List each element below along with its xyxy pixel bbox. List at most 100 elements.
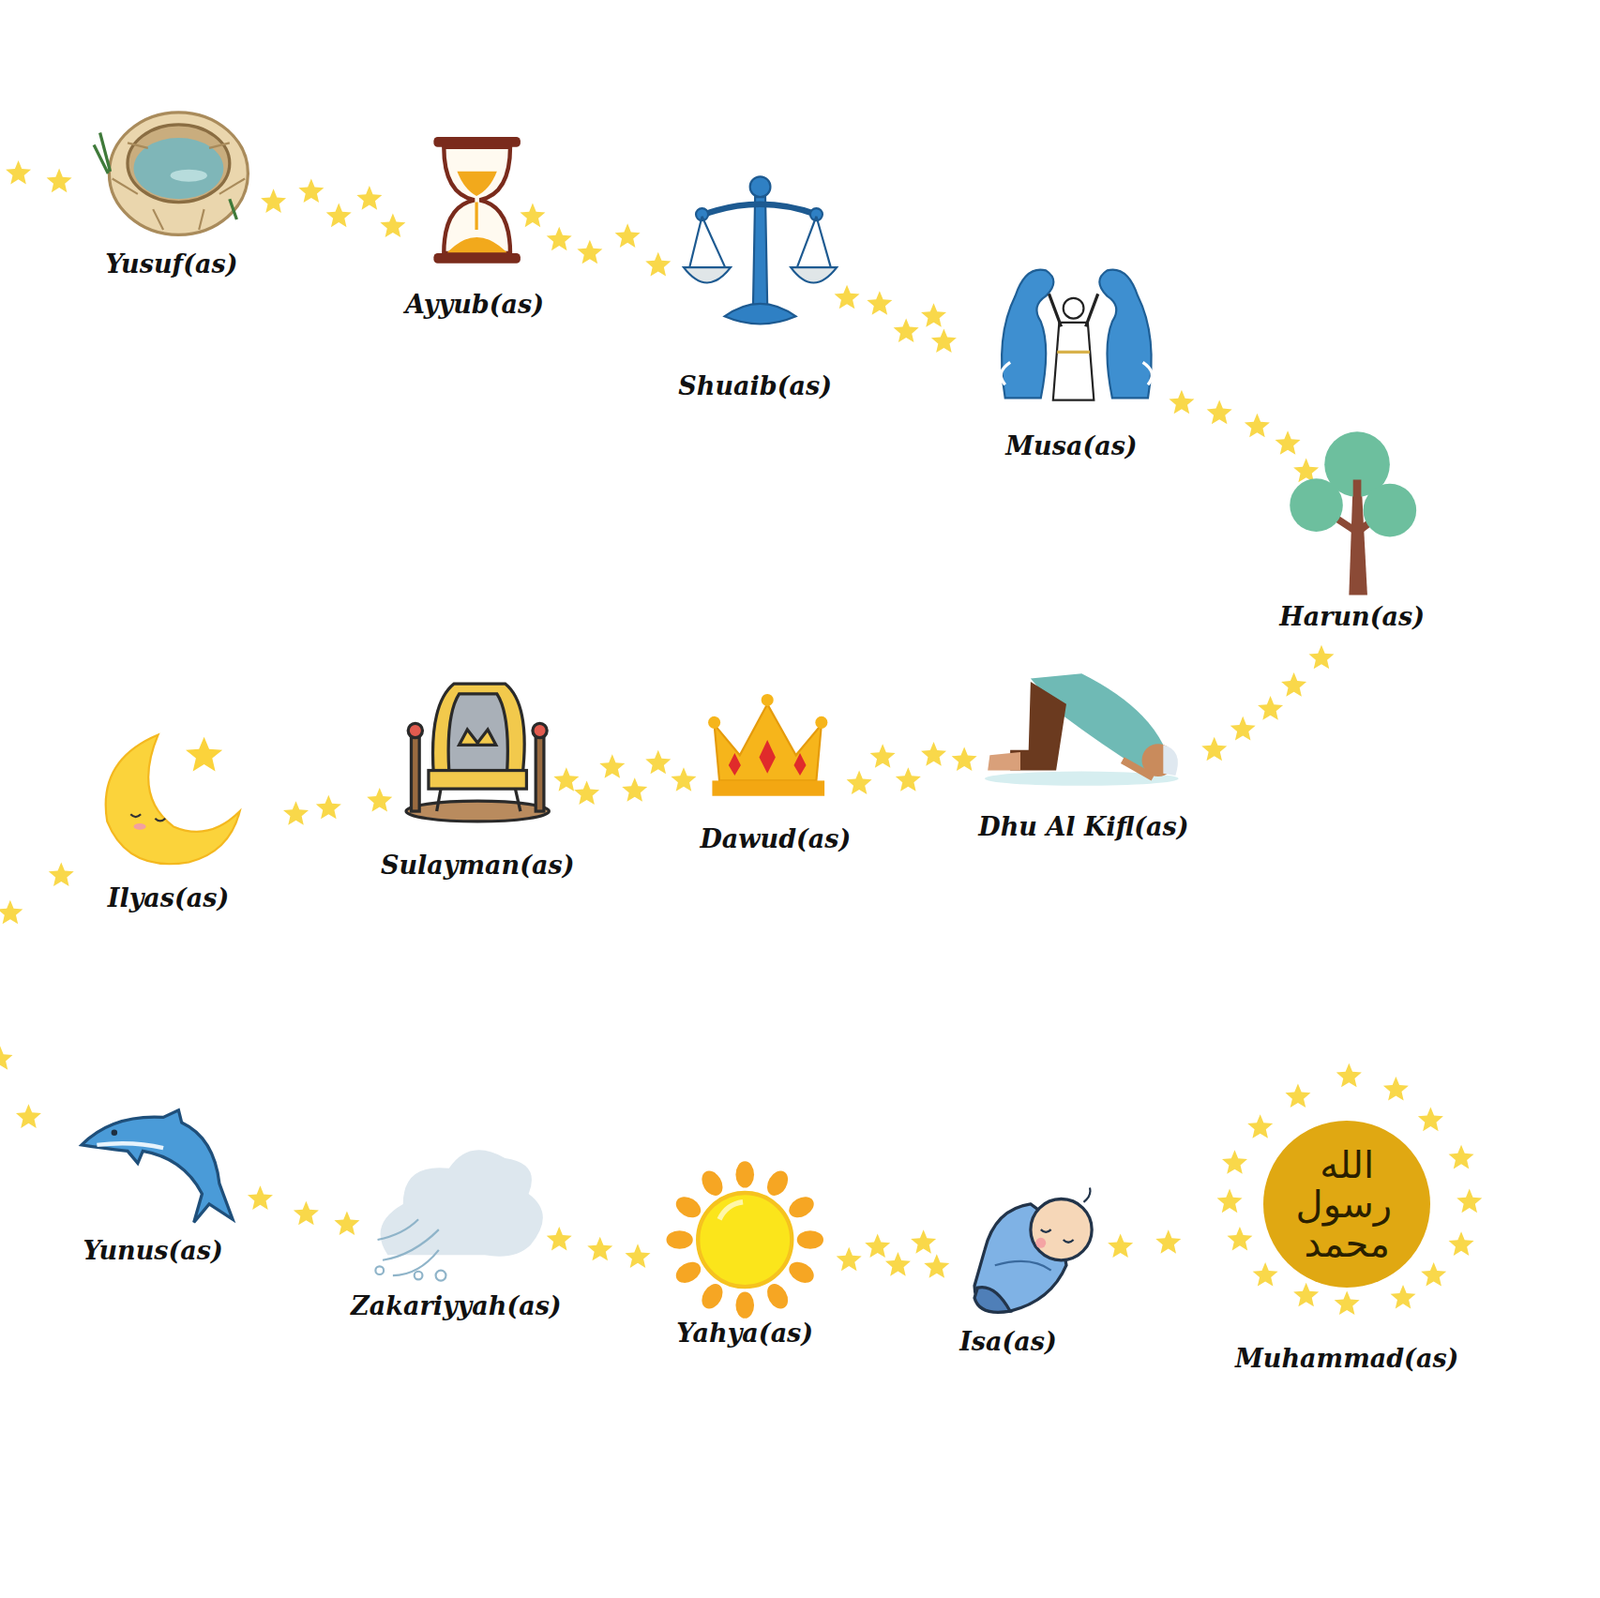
sun-ray	[797, 1230, 824, 1250]
star	[587, 1237, 613, 1262]
sun-ray	[697, 1280, 727, 1313]
dolphin-icon	[81, 1110, 233, 1223]
sun-ray	[672, 1257, 705, 1287]
prophet-name: Ayyub(as)	[405, 289, 544, 319]
baby-icon	[974, 1188, 1092, 1314]
star	[951, 747, 978, 772]
prophet-name: Dhu Al Kifl(as)	[978, 812, 1189, 842]
star	[1284, 1084, 1311, 1109]
star	[923, 1253, 950, 1279]
throne-icon	[406, 683, 549, 822]
star	[836, 1247, 862, 1272]
star	[895, 767, 921, 792]
star	[1420, 1262, 1447, 1287]
star	[1257, 695, 1284, 721]
star	[670, 767, 696, 792]
prophet-name: Yahya(as)	[676, 1317, 814, 1347]
star	[1449, 1231, 1475, 1256]
star	[0, 1045, 13, 1071]
star	[645, 252, 671, 277]
star	[519, 203, 545, 228]
prophet-name: Musa(as)	[1005, 431, 1137, 461]
hourglass-icon	[433, 136, 520, 264]
star	[910, 1229, 936, 1254]
prophet-name: Zakariyyah(as)	[350, 1290, 562, 1320]
scales-icon	[683, 176, 837, 324]
sun-ray	[697, 1167, 727, 1200]
star	[283, 800, 309, 826]
sun-ray	[763, 1280, 793, 1313]
star	[645, 750, 671, 775]
prophet-name: Yusuf(as)	[105, 248, 238, 278]
prophet-name: Sulayman(as)	[380, 849, 575, 879]
star	[1334, 1290, 1360, 1315]
star	[5, 160, 31, 185]
star	[546, 226, 573, 252]
star	[48, 861, 75, 887]
star	[573, 780, 600, 805]
prophet-name: Ilyas(as)	[107, 883, 230, 913]
sun-ray	[763, 1167, 793, 1200]
star	[1336, 1063, 1362, 1088]
star	[1456, 1189, 1482, 1214]
sun-ray	[735, 1161, 755, 1188]
sun-ray	[784, 1257, 817, 1287]
star	[621, 777, 648, 802]
star	[615, 223, 641, 248]
star	[298, 178, 324, 203]
star	[1293, 458, 1319, 484]
sun-ray	[672, 1192, 705, 1223]
prophet-name: Shuaib(as)	[678, 371, 832, 401]
well-icon	[93, 112, 248, 236]
star	[553, 767, 579, 792]
prophet-name: Muhammad(as)	[1235, 1343, 1459, 1374]
star	[1244, 413, 1270, 438]
star	[326, 203, 352, 228]
star-path	[0, 160, 1482, 1315]
star	[920, 741, 947, 767]
star	[1418, 1107, 1444, 1133]
star	[864, 1233, 891, 1258]
star	[1281, 672, 1307, 697]
star	[15, 1103, 42, 1129]
star	[893, 318, 920, 344]
seal-text: الله رسول محمد	[1301, 1145, 1392, 1264]
star	[866, 290, 892, 316]
sun-ray	[735, 1292, 755, 1319]
star	[46, 168, 73, 194]
star	[1390, 1284, 1417, 1310]
star	[625, 1243, 651, 1268]
star	[834, 285, 861, 310]
sun-icon	[665, 1161, 824, 1319]
star	[1293, 1283, 1319, 1308]
star	[0, 900, 23, 925]
star	[931, 328, 957, 353]
star	[599, 754, 625, 779]
prostration-icon	[984, 673, 1179, 786]
prophet-name: Dawud(as)	[699, 824, 851, 854]
star	[1207, 400, 1233, 425]
star	[1217, 1189, 1243, 1214]
star	[1155, 1229, 1181, 1254]
star	[333, 1211, 360, 1237]
sun-ray	[665, 1230, 693, 1250]
star	[885, 1252, 911, 1277]
star	[293, 1201, 319, 1226]
crown-icon	[708, 694, 828, 797]
star	[546, 1226, 573, 1252]
sea-parting-icon	[1000, 270, 1152, 401]
star	[366, 787, 393, 813]
star	[1230, 716, 1256, 741]
tree-icon	[1289, 431, 1417, 595]
star	[1383, 1076, 1409, 1102]
star	[576, 240, 603, 265]
star	[379, 212, 406, 238]
star	[1168, 390, 1194, 415]
star	[1201, 737, 1227, 762]
star	[1226, 1226, 1253, 1252]
star	[870, 743, 896, 769]
cloud-wind-icon	[375, 1149, 543, 1281]
star	[920, 302, 947, 328]
star	[846, 770, 873, 796]
star	[260, 188, 287, 213]
